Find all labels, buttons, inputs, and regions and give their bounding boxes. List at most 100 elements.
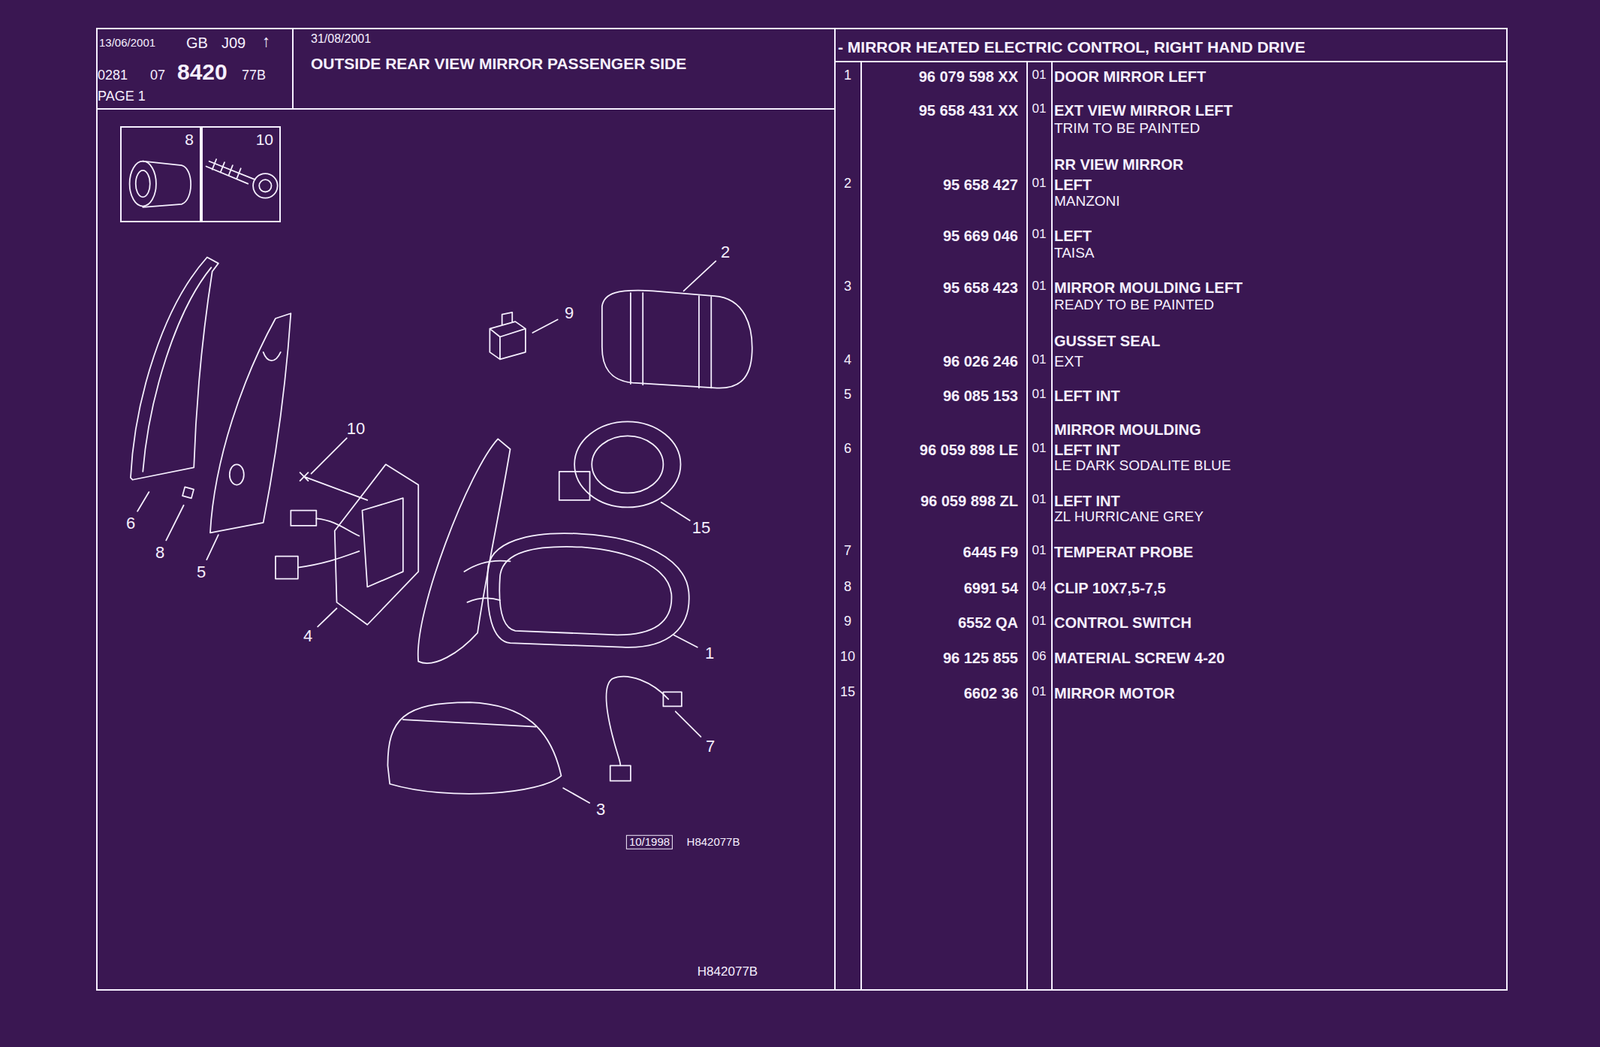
part-description: LEFT [1054, 226, 1092, 245]
control-switch [489, 312, 526, 360]
part-number: 6445 F9 [963, 542, 1019, 561]
part-number: 96 085 153 [943, 386, 1019, 405]
quantity: 01 [1032, 67, 1047, 83]
part-description: MIRROR MOTOR [1054, 683, 1176, 703]
quantity: 01 [1032, 101, 1047, 117]
leader-line [311, 437, 347, 474]
part-number: 96 125 855 [943, 648, 1019, 667]
rule-line [834, 28, 836, 990]
seal-hole [229, 464, 245, 485]
quantity: 01 [1032, 440, 1047, 456]
part-description: TEMPERAT PROBE [1054, 542, 1194, 561]
page-title: OUTSIDE REAR VIEW MIRROR PASSENGER SIDE [310, 54, 687, 73]
callout-number: 7 [705, 736, 715, 757]
header-text: J09 [221, 33, 246, 52]
item-number: 10 [840, 648, 856, 666]
part-description: LEFT INT [1054, 440, 1121, 459]
part-description: CLIP 10X7,5-7,5 [1054, 578, 1167, 597]
callout-number: 5 [196, 562, 206, 582]
screw [300, 472, 368, 501]
item-number: 9 [843, 613, 852, 630]
rule-line [96, 108, 835, 110]
callout-number: 10 [346, 418, 365, 439]
item-number: 7 [843, 542, 852, 560]
leader-line [675, 711, 702, 737]
part-number: 95 658 423 [943, 278, 1019, 297]
quantity: 06 [1032, 648, 1047, 664]
callout-number: 8 [155, 542, 165, 563]
part-number: 95 669 046 [943, 226, 1019, 245]
header-text: 31/08/2001 [310, 31, 371, 46]
leader-line [317, 608, 337, 627]
callout-number: 15 [692, 518, 711, 538]
part-description: CONTROL SWITCH [1054, 613, 1192, 632]
item-number: 5 [843, 386, 852, 404]
probe-wire [606, 676, 669, 766]
rule-line [860, 61, 862, 990]
quantity: 01 [1032, 278, 1047, 294]
probe-connector [610, 765, 631, 781]
part-description: LEFT INT [1054, 386, 1121, 405]
callout-number: 9 [564, 303, 574, 323]
quantity: 01 [1032, 175, 1047, 191]
mirror-glass [602, 290, 753, 389]
trim-panel [142, 267, 211, 472]
connector [275, 556, 299, 579]
quantity: 04 [1032, 578, 1047, 594]
item-number: 6 [843, 440, 852, 458]
part-number: 96 079 598 XX [919, 67, 1019, 86]
callout-number: 3 [596, 799, 606, 820]
part-description: MATERIAL SCREW 4-20 [1054, 648, 1225, 667]
mirror-cover [403, 719, 537, 727]
leader-line [532, 319, 558, 333]
part-description: TRIM TO BE PAINTED [1054, 120, 1200, 138]
clip-part [182, 486, 194, 498]
leader-line [661, 502, 691, 521]
wire [298, 551, 360, 568]
part-description: EXT VIEW MIRROR LEFT [1054, 101, 1233, 120]
probe-connector [662, 691, 681, 706]
leader-line [683, 261, 717, 292]
drawing-reference: 10/1998 [626, 834, 673, 850]
quantity: 01 [1032, 613, 1047, 629]
mirror-motor [574, 421, 681, 507]
inset-number: 8 [184, 130, 194, 148]
part-description: ZL HURRICANE GREY [1054, 508, 1204, 526]
callout-number: 1 [705, 643, 715, 663]
item-number: 3 [843, 278, 852, 296]
gusset-plate [361, 497, 403, 587]
rule-line [1026, 61, 1028, 990]
mirror-glass [630, 292, 712, 388]
part-number: 96 059 898 LE [919, 440, 1019, 459]
drawing-reference: H842077B [697, 964, 758, 980]
page-frame [96, 28, 1507, 990]
part-description: LEFT INT [1054, 491, 1121, 510]
part-number: 96 026 246 [943, 352, 1019, 371]
seal-panel [210, 313, 291, 533]
part-description: MIRROR MOULDING LEFT [1054, 278, 1243, 297]
part-description: DOOR MIRROR LEFT [1054, 67, 1206, 86]
leader-line [673, 634, 698, 647]
clip-inset [129, 161, 157, 207]
leader-line [563, 787, 590, 803]
item-number: 4 [843, 352, 852, 369]
header-text: 07 [150, 67, 166, 85]
inset-box: 8 [120, 126, 202, 223]
header-text: 77B [241, 67, 266, 85]
part-description: MANZONI [1054, 192, 1121, 211]
item-number: 1 [843, 67, 852, 85]
part-number: 96 059 898 ZL [920, 491, 1019, 510]
item-number: 8 [843, 578, 852, 596]
quantity: 01 [1032, 683, 1047, 700]
mirror-housing [499, 546, 672, 635]
motor-connector [559, 471, 591, 501]
rule-line [1051, 61, 1053, 990]
part-description: MIRROR MOULDING [1054, 420, 1202, 439]
part-number: 95 658 431 XX [919, 101, 1019, 120]
item-number: 2 [843, 175, 852, 193]
callout-number: 6 [126, 513, 136, 534]
screw-inset [253, 173, 278, 199]
inset-box: 10 [201, 126, 281, 223]
screw-inset [259, 179, 272, 192]
part-description: LE DARK SODALITE BLUE [1054, 457, 1231, 475]
